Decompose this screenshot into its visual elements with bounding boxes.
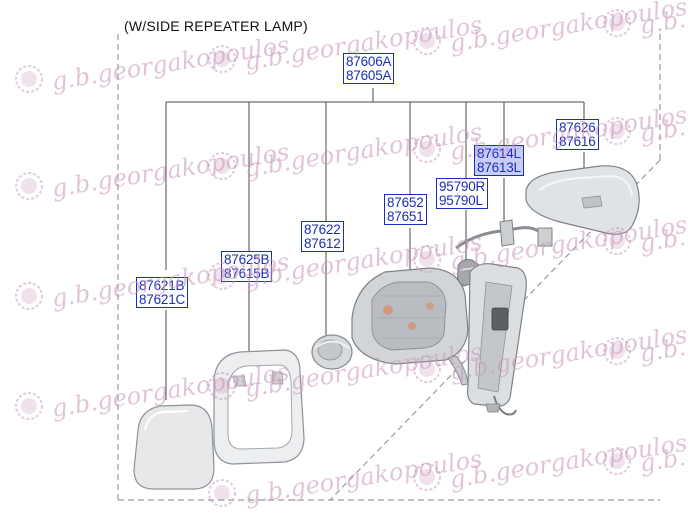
part-code: 87616 [559,134,596,149]
leader-lines [165,88,585,400]
mirror-glass-illustration [133,404,215,490]
part-code: 87613L [477,160,521,175]
callout-lamp-wiring[interactable]: 87614L 87613L [474,145,524,176]
part-code: 95790L [439,193,483,208]
part-code: 87652 [387,195,424,210]
actuator-illustration [311,334,353,370]
part-code: 95790R [439,179,486,194]
part-code: 87625B [224,252,270,267]
callout-mirror-cover[interactable]: 87626 87616 [556,119,599,150]
part-code: 87626 [559,120,596,135]
mirror-cover-illustration [525,165,640,235]
callout-mirror-glass[interactable]: 87621B 87621C [136,277,189,308]
part-code: 87651 [387,209,424,224]
mirror-base-illustration [467,263,527,416]
callout-actuator[interactable]: 87622 87612 [301,221,344,252]
part-code: 87621B [139,278,185,293]
part-code: 87622 [304,222,341,237]
part-code: 87605A [346,68,392,83]
lamp-wiring-illustration [455,219,553,250]
part-code: 87612 [304,236,341,251]
diagram-title: (W/SIDE REPEATER LAMP) [124,18,308,34]
part-code: 87606A [346,54,392,69]
part-code: 87615B [224,266,270,281]
glass-holder-illustration [213,349,305,465]
part-code: 87621C [139,292,186,307]
part-code: 87614L [477,146,521,161]
mirror-housing-illustration [351,267,469,386]
callout-mirror-assembly[interactable]: 87606A 87605A [343,53,395,84]
callout-mirror-housing[interactable]: 87652 87651 [384,194,427,225]
callout-glass-holder[interactable]: 87625B 87615B [221,251,273,282]
callout-side-repeater-lamp[interactable]: 95790R 95790L [436,178,489,209]
dashed-frame [117,34,661,501]
